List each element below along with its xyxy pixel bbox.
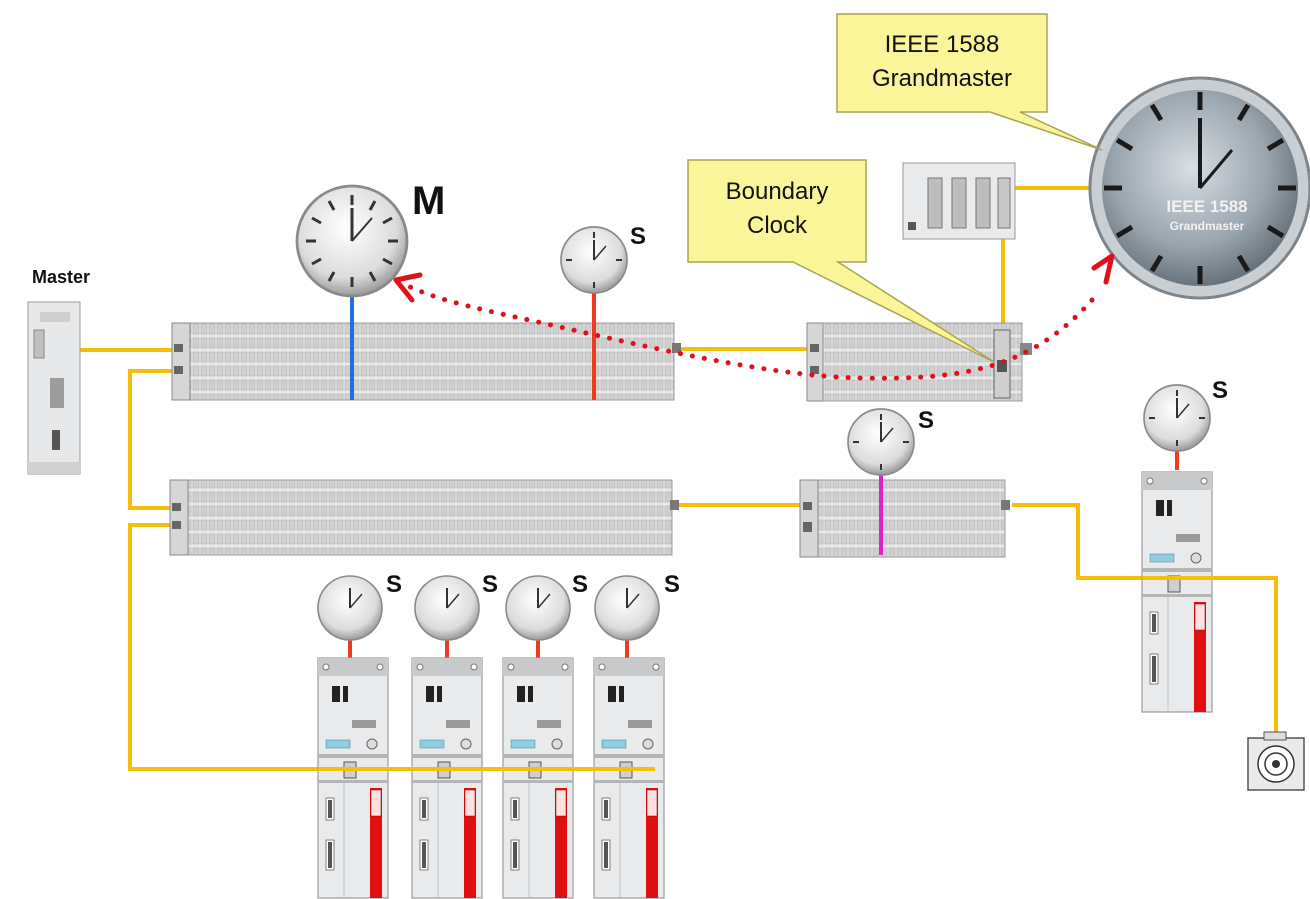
io-rack-4[interactable] xyxy=(799,479,1010,558)
servo-drive-1[interactable] xyxy=(317,657,389,899)
servo-drive-icon xyxy=(593,657,665,899)
slave-clock-drive2[interactable] xyxy=(414,575,480,641)
servo-motor[interactable] xyxy=(1247,731,1305,791)
servo-drive-2[interactable] xyxy=(411,657,483,899)
io-terminal-rack-icon xyxy=(171,322,675,401)
cable-rack4-drive5 xyxy=(1012,503,1278,738)
grandmaster-clock[interactable]: IEEE 1588 Grandmaster xyxy=(1088,76,1310,300)
io-terminal-rack-icon xyxy=(169,479,673,556)
slave-clock-label: S xyxy=(482,571,498,598)
servo-drive-5[interactable] xyxy=(1141,471,1213,713)
master-clock[interactable] xyxy=(295,184,409,298)
slave-clock-drive3[interactable] xyxy=(505,575,571,641)
io-terminal-rack-icon xyxy=(806,322,1023,402)
slave-clock-label: S xyxy=(630,223,646,250)
servo-drive-4[interactable] xyxy=(593,657,665,899)
slave-clock-drive5[interactable] xyxy=(1143,384,1211,452)
slave-clock-rack4[interactable] xyxy=(847,408,915,476)
io-rack-1[interactable] xyxy=(171,322,681,401)
servo-drive-icon xyxy=(411,657,483,899)
grandmaster-face-line1: IEEE 1588 xyxy=(1166,197,1247,216)
slave-clock-label: S xyxy=(918,407,934,434)
io-rack-2[interactable] xyxy=(169,479,679,556)
master-plc[interactable] xyxy=(27,301,81,475)
slave-clock-drive4[interactable] xyxy=(594,575,660,641)
master-clock-label: M xyxy=(412,179,445,223)
sync-arrow-to-master-clock xyxy=(393,272,423,303)
slave-clock-label: S xyxy=(664,571,680,598)
callout-boundary-line1: Boundary xyxy=(726,178,829,205)
callout-grandmaster: IEEE 1588 Grandmaster xyxy=(836,13,1103,151)
servo-drive-icon xyxy=(1141,471,1213,713)
sync-arrow-to-grandmaster xyxy=(1091,253,1115,285)
io-terminal-rack-icon xyxy=(799,479,1006,558)
slave-clock-rack1[interactable] xyxy=(560,226,628,294)
slave-clock-label: S xyxy=(572,571,588,598)
servo-drive-3[interactable] xyxy=(502,657,574,899)
network-cables xyxy=(80,186,1278,771)
grandmaster-face-line2: Grandmaster xyxy=(1170,219,1245,233)
master-label: Master xyxy=(32,267,90,287)
callout-boundary-clock: Boundary Clock xyxy=(687,159,995,363)
callout-grandmaster-line1: IEEE 1588 xyxy=(885,31,1000,58)
callout-boundary-line2: Clock xyxy=(747,212,808,239)
slave-clock-drive1[interactable] xyxy=(317,575,383,641)
slave-clock-label: S xyxy=(1212,377,1228,404)
servo-drive-icon xyxy=(317,657,389,899)
slave-clock-label: S xyxy=(386,571,402,598)
callout-grandmaster-line2: Grandmaster xyxy=(872,65,1012,92)
cable-rack1-rack2 xyxy=(128,369,180,510)
cable-rack2-drives xyxy=(128,523,655,771)
servo-drive-icon xyxy=(502,657,574,899)
io-rack-boundary[interactable] xyxy=(806,322,1032,402)
network-switch[interactable] xyxy=(902,162,1016,240)
